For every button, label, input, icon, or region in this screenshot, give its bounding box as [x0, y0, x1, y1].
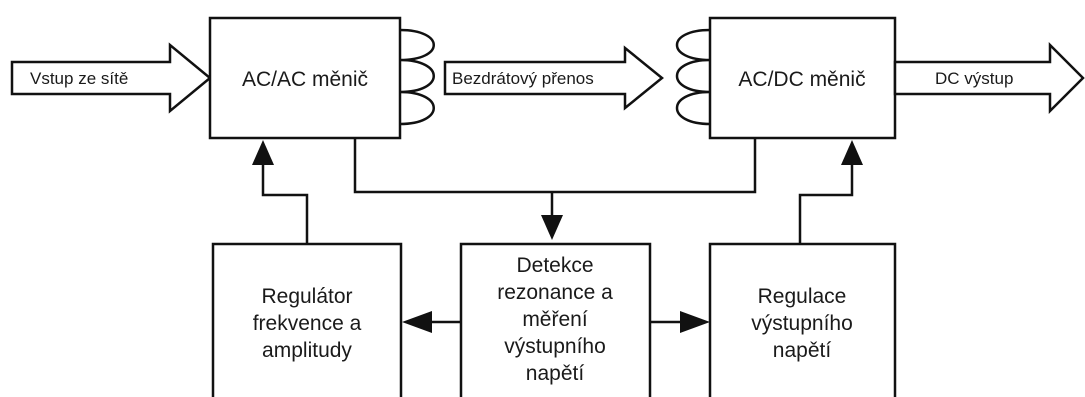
- detection-label-line-3: měření: [522, 308, 588, 331]
- detection-to-regulator-arrow: [402, 311, 461, 333]
- measurement-wires: [353, 138, 757, 240]
- regulation-control-wire: [798, 140, 863, 244]
- regulator-label-line-2: frekvence a: [253, 312, 362, 335]
- secondary-coil-icon: [676, 28, 711, 126]
- ac-dc-control-arrowhead: [841, 140, 863, 165]
- regulator-control-wire: [252, 140, 309, 244]
- regulation-label-line-3: napětí: [773, 339, 832, 362]
- regulator-input-arrowhead: [402, 311, 432, 333]
- ac-dc-converter-label: AC/DC měnič: [738, 68, 865, 91]
- regulator-label-line-3: amplitudy: [262, 339, 352, 362]
- input-arrow-label: Vstup ze sítě: [30, 69, 128, 88]
- regulator-label-line-1: Regulátor: [261, 285, 352, 308]
- detection-block: Detekce rezonance a měření výstupního na…: [459, 242, 652, 397]
- detection-label-line-1: Detekce: [516, 254, 593, 277]
- detection-input-arrowhead: [541, 215, 563, 240]
- primary-coil-icon: [399, 28, 435, 126]
- ac-ac-converter-label: AC/AC měnič: [242, 68, 368, 91]
- ac-ac-converter-block: AC/AC měnič: [208, 16, 402, 140]
- ac-dc-converter-block: AC/DC měnič: [708, 16, 897, 140]
- regulation-block: Regulace výstupního napětí: [708, 242, 897, 397]
- regulator-block: Regulátor frekvence a amplitudy: [211, 242, 403, 397]
- detection-to-regulation-arrow: [650, 311, 710, 333]
- regulation-label-line-2: výstupního: [751, 312, 853, 335]
- regulation-input-arrowhead: [680, 311, 710, 333]
- wireless-transfer-label: Bezdrátový přenos: [452, 69, 594, 88]
- input-arrow: Vstup ze sítě: [10, 42, 212, 114]
- detection-label-line-4: výstupního: [504, 335, 606, 358]
- detection-label-line-5: napětí: [526, 362, 585, 385]
- output-arrow-label: DC výstup: [935, 69, 1013, 88]
- ac-ac-control-arrowhead: [252, 140, 274, 165]
- wireless-transfer-arrow: Bezdrátový přenos: [443, 45, 664, 111]
- output-arrow: DC výstup: [893, 41, 1085, 115]
- regulation-label-line-1: Regulace: [758, 285, 847, 308]
- detection-label-line-2: rezonance a: [497, 281, 613, 304]
